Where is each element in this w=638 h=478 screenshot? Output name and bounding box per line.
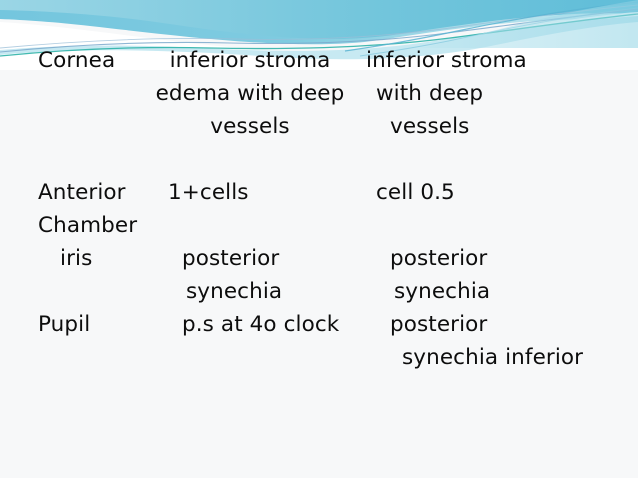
anterior-chamber-eye-two-findings: cell 0.5 [368,176,618,209]
accent-line-steel-2 [0,4,638,49]
swoosh-upper-band [0,0,638,39]
finding-line: vessels [390,114,470,139]
table-row: iris posterior synechia posterior synech… [0,242,638,308]
finding-line: synechia [394,279,491,304]
finding-line: cell 0.5 [376,180,455,205]
swoosh-right-tail [420,0,638,48]
iris-eye-two-findings: posterior synechia [382,242,632,308]
label-text: iris [60,246,93,271]
finding-line: inferior stroma [366,48,527,73]
label-text: Chamber [38,213,138,238]
finding-line: posterior [390,312,488,337]
label-text: Pupil [38,312,91,337]
finding-line: posterior [182,246,280,271]
table-row: Anterior Chamber 1+cells cell 0.5 [0,176,638,242]
finding-line: synechia inferior [402,345,584,370]
swoosh-main-blue [0,0,638,45]
exam-findings-table: Cornea inferior stroma edema with deep v… [0,44,638,374]
anterior-chamber-eye-one-findings: 1+cells [150,176,368,209]
pupil-eye-two-findings: posterior synechia inferior [382,308,632,374]
iris-eye-one-findings: posterior synechia [150,242,382,308]
finding-line: synechia [186,279,283,304]
finding-line: 1+cells [168,180,249,205]
finding-line: inferior stroma [169,48,331,73]
cornea-eye-one-findings: inferior stroma edema with deep vessels [150,44,350,143]
pupil-eye-one-findings: p.s at 4o clock [150,308,382,341]
row-label-anterior-chamber: Anterior Chamber [0,176,150,242]
table-row: Pupil p.s at 4o clock posterior synechia… [0,308,638,374]
finding-line: posterior [390,246,488,271]
row-label-iris: iris [0,242,150,275]
label-text: Cornea [38,48,116,73]
finding-line: with deep [376,81,484,106]
finding-line: vessels [210,114,290,139]
label-text: Anterior [38,180,126,205]
row-label-pupil: Pupil [0,308,150,341]
table-row: Cornea inferior stroma edema with deep v… [0,44,638,143]
row-label-cornea: Cornea [0,44,150,77]
table-spacer-row [0,143,638,176]
finding-line: p.s at 4o clock [182,312,340,337]
finding-line: edema with deep [155,81,345,106]
cornea-eye-two-findings: inferior stroma with deep vessels [350,44,600,143]
